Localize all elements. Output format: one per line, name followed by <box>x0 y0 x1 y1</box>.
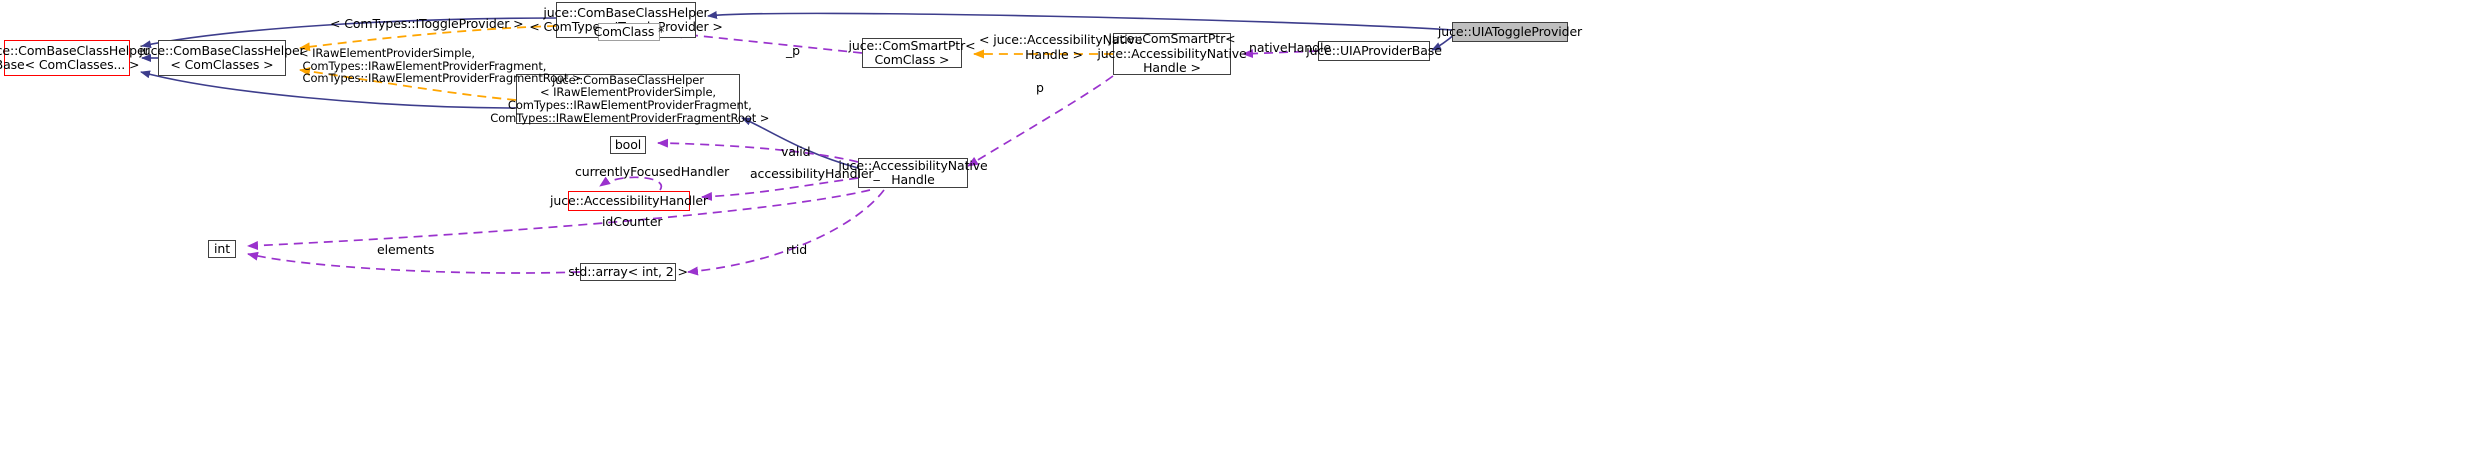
edge-label-rtid: rtid <box>786 242 808 257</box>
node-comclass-pointer[interactable]: ComClass * <box>594 23 664 41</box>
node-combaseclasshelper-comclasses[interactable]: juce::ComBaseClassHelper < ComClasses > <box>139 40 305 76</box>
node-bool[interactable]: bool <box>610 136 646 154</box>
edge-label-p-comclass: _p <box>786 43 800 58</box>
edge-label-itoggleprovider-template: < ComTypes::IToggleProvider > <box>330 16 524 31</box>
node-std-array-int-2[interactable]: std::array< int, 2 > <box>568 263 688 281</box>
edge-label-valid: valid <box>781 144 811 159</box>
node-accessibilitynativehandle[interactable]: juce::AccessibilityNative Handle <box>838 157 988 188</box>
edge-label-elements: elements <box>377 242 435 257</box>
edge-label-idcounter: idCounter <box>602 214 663 229</box>
node-uiaproviderbase[interactable]: juce::UIAProviderBase <box>1306 41 1442 61</box>
edge-label-nativehandle: nativeHandle <box>1249 40 1331 55</box>
node-comsmartptr-accessibilitynativehandle[interactable]: juce::ComSmartPtr< juce::AccessibilityNa… <box>1097 31 1247 76</box>
node-uiatoggleprovider[interactable]: juce::UIAToggleProvider <box>1438 22 1582 42</box>
node-int[interactable]: int <box>208 240 236 258</box>
edge-label-accessibilitynativehandle-template: < juce::AccessibilityNative Handle > <box>979 32 1143 62</box>
node-combaseclasshelperbase[interactable]: juce::ComBaseClassHelper Base< ComClasse… <box>0 40 150 76</box>
edge-label-p-nativehandle: p <box>1036 80 1044 95</box>
node-combaseclasshelper-irawelementprovider[interactable]: juce::ComBaseClassHelper < IRawElementPr… <box>490 72 770 125</box>
node-comsmartptr-comclass[interactable]: juce::ComSmartPtr< ComClass > <box>848 37 976 68</box>
edge-label-currentlyfocusedhandler: currentlyFocusedHandler <box>575 164 730 179</box>
edge-label-accessibilityhandler: accessibilityHandler_ <box>750 166 880 181</box>
node-accessibilityhandler[interactable]: juce::AccessibilityHandler <box>550 191 708 211</box>
edge-label-irawelementprovider-template: < IRawElementProviderSimple, ComTypes::I… <box>299 46 582 86</box>
